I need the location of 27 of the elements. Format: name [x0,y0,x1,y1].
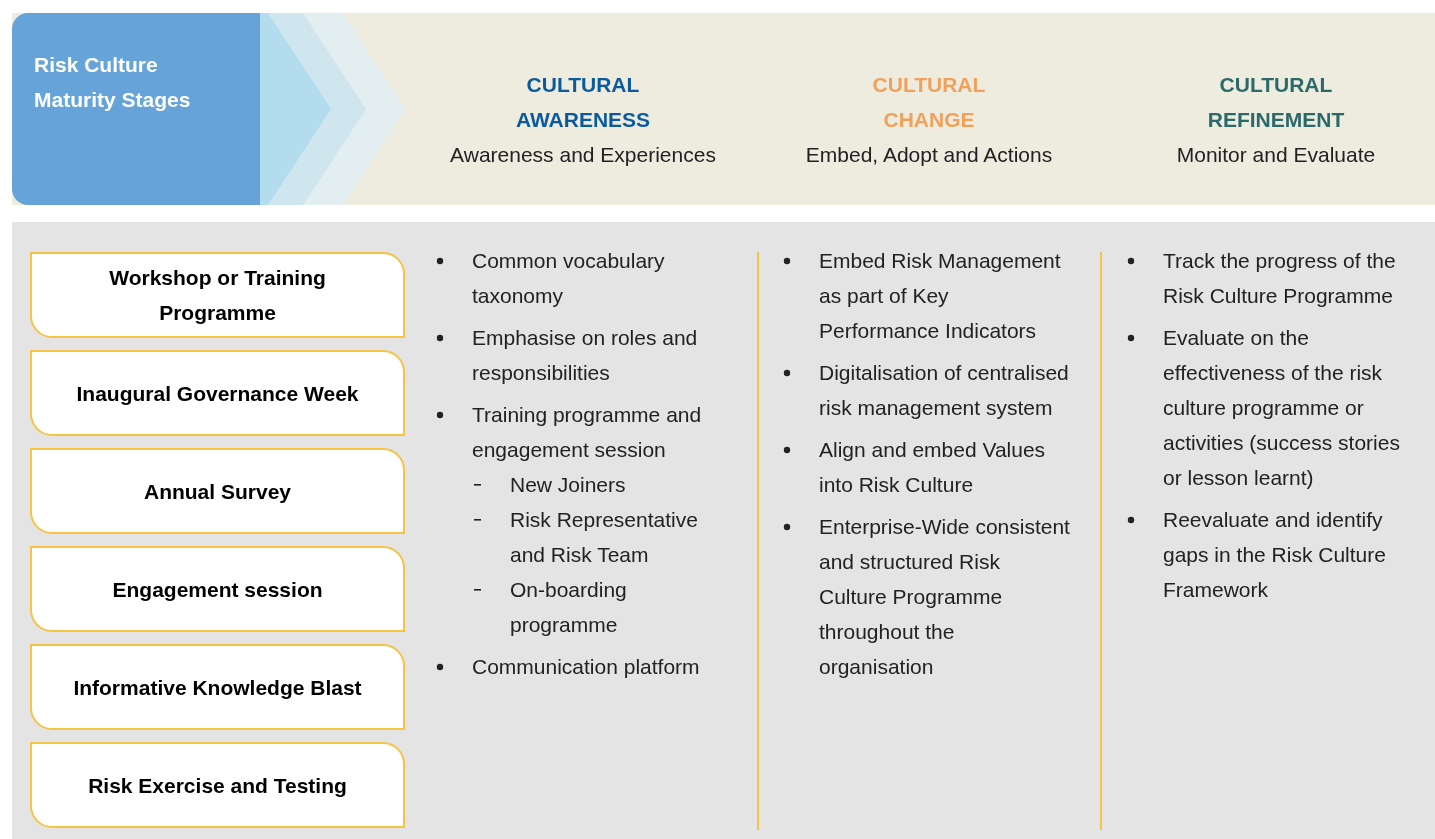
stage-subtitle: Monitor and Evaluate [1175,142,1377,168]
bullet-item: Align and embed Values into Risk Culture [782,432,1072,502]
bullet-item: Evaluate on the effectiveness of the risk culture programme or activities (success stories or lesson learnt) [1126,320,1416,495]
activity-box: Workshop or Training Programme [30,252,405,338]
bullet-item: Digitalisation of centralised risk management system [782,355,1072,425]
activity-box: Annual Survey [30,448,405,534]
stage-heading: CULTURAL REFINEMENT [1206,72,1346,133]
stage-heading: CULTURAL AWARENESS [514,72,652,133]
bullet-item: Communication platform [435,649,735,684]
stage-heading: CULTURAL CHANGE [871,72,987,133]
activity-box: Engagement session [30,546,405,632]
bullet-item: Emphasise on roles and responsibilities [435,320,735,390]
stage-subtitle: Awareness and Experiences [449,142,717,168]
activity-box: Inaugural Governance Week [30,350,405,436]
bullet-item: Reevaluate and identify gaps in the Risk Culture Framework [1126,502,1416,607]
activity-box: Risk Exercise and Testing [30,742,405,828]
sub-list-item: New Joiners [473,467,735,502]
stage-subtitle: Embed, Adopt and Actions [804,142,1054,168]
sub-list-item: On-boarding programme [473,572,735,642]
sub-list-item: Risk Representative and Risk Team [473,502,735,572]
bullet-item: Embed Risk Management as part of Key Performance Indicators [782,243,1072,348]
bullet-item: Track the progress of the Risk Culture Programme [1126,243,1416,313]
bullet-item: Common vocabulary taxonomy [435,243,735,313]
bullet-item: Training programme and engagement session [435,397,735,467]
stage-title-box: Risk Culture Maturity Stages [12,13,260,205]
bullet-item: Enterprise-Wide consistent and structured Risk Culture Programme throughout the organisation [782,509,1072,684]
activity-box: Informative Knowledge Blast [30,644,405,730]
